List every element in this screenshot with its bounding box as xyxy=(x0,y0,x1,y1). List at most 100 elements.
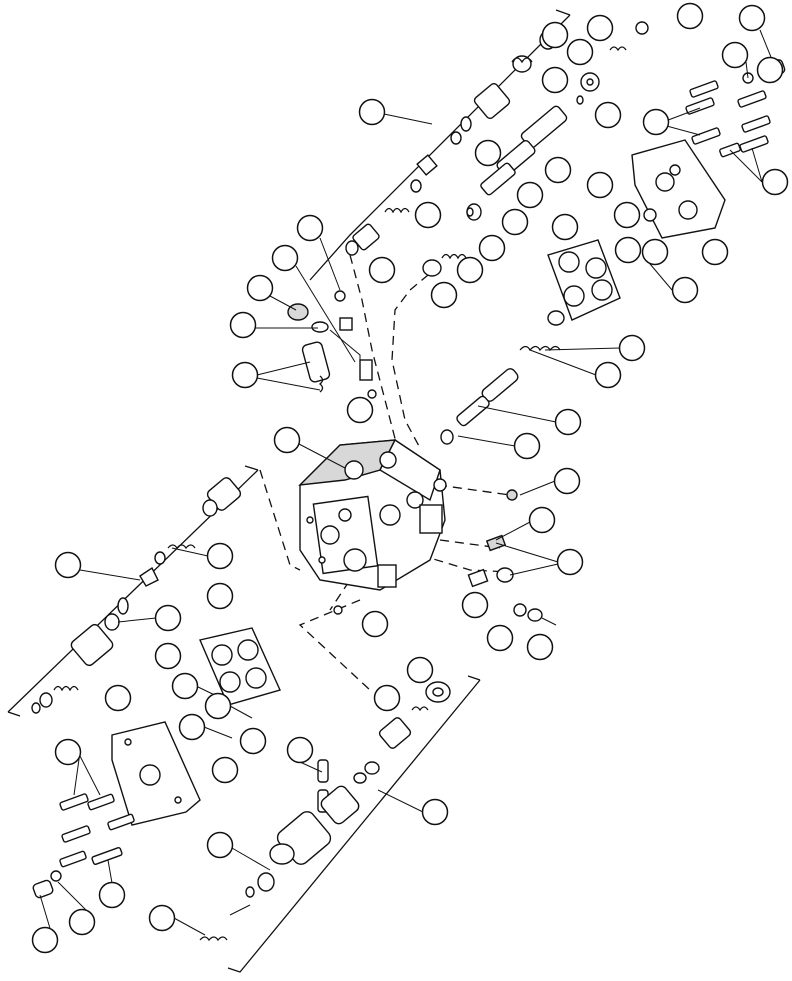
callout-c55 xyxy=(373,684,401,712)
callout-c67 xyxy=(31,926,59,954)
callout-circle xyxy=(528,506,556,534)
callout-c37 xyxy=(554,408,582,436)
callout-c10 xyxy=(594,101,622,129)
callout-c44 xyxy=(206,542,234,570)
callout-c4 xyxy=(738,4,766,32)
callout-c58 xyxy=(239,727,267,755)
callout-c2 xyxy=(586,14,614,42)
callout-c34 xyxy=(231,361,259,389)
callout-circle xyxy=(721,41,749,69)
callout-c66 xyxy=(68,908,96,936)
callout-circle xyxy=(358,98,386,126)
callout-c24 xyxy=(456,256,484,284)
callout-c43 xyxy=(54,551,82,579)
callout-circle xyxy=(68,908,96,936)
callout-circle xyxy=(551,213,579,241)
callout-circle xyxy=(501,208,529,236)
callout-c59 xyxy=(211,756,239,784)
callout-c51 xyxy=(154,642,182,670)
callout-circle xyxy=(486,624,514,652)
callout-circle xyxy=(421,798,449,826)
callout-c64 xyxy=(98,881,126,909)
callout-circle xyxy=(231,361,259,389)
callout-circle xyxy=(456,256,484,284)
callout-circle xyxy=(541,66,569,94)
callout-c54 xyxy=(406,656,434,684)
callout-c25 xyxy=(641,238,669,266)
callout-circle xyxy=(556,548,584,576)
upper-gasket-plate xyxy=(547,239,621,321)
callout-circle xyxy=(586,14,614,42)
callout-circle xyxy=(738,4,766,32)
callout-circle xyxy=(373,684,401,712)
callout-c19 xyxy=(296,214,324,242)
lower-left-spool-parts xyxy=(31,477,242,714)
callout-c29 xyxy=(430,281,458,309)
callout-circle xyxy=(414,201,442,229)
callout-c9 xyxy=(358,98,386,126)
callout-circle xyxy=(54,738,82,766)
callout-circle xyxy=(54,551,82,579)
callout-c60 xyxy=(286,736,314,764)
callout-circle xyxy=(516,181,544,209)
lower-gasket-plate xyxy=(199,627,281,706)
callout-bubbles xyxy=(31,2,789,954)
callout-circle xyxy=(641,238,669,266)
mid-spool-parts xyxy=(440,310,565,501)
callout-circle xyxy=(286,736,314,764)
callout-c20 xyxy=(478,234,506,262)
callout-c48 xyxy=(361,610,389,638)
callout-c15 xyxy=(414,201,442,229)
callout-circle xyxy=(586,171,614,199)
callout-c41 xyxy=(528,506,556,534)
callout-circle xyxy=(541,21,569,49)
callout-circle xyxy=(204,692,232,720)
callout-circle xyxy=(171,672,199,700)
callout-c46 xyxy=(154,604,182,632)
relief-valve-parts xyxy=(287,290,377,399)
callout-c5 xyxy=(566,38,594,66)
callout-circle xyxy=(273,426,301,454)
callout-circle xyxy=(206,582,234,610)
callout-c65 xyxy=(148,904,176,932)
callout-c39 xyxy=(513,432,541,460)
callout-c36 xyxy=(346,396,374,424)
callout-c40 xyxy=(553,467,581,495)
callout-circle xyxy=(430,281,458,309)
callout-c38 xyxy=(273,426,301,454)
group-bracket-lower-spool xyxy=(227,675,481,973)
callout-circle xyxy=(554,408,582,436)
callout-c32 xyxy=(229,311,257,339)
callout-c57 xyxy=(178,713,206,741)
lower-left-bolts xyxy=(32,793,135,899)
callout-circle xyxy=(206,542,234,570)
lower-spool-parts xyxy=(199,681,451,942)
callout-c26 xyxy=(614,236,642,264)
callout-c52 xyxy=(171,672,199,700)
callout-circle xyxy=(229,311,257,339)
callout-circle xyxy=(178,713,206,741)
callout-circle xyxy=(594,361,622,389)
callout-c11 xyxy=(642,108,670,136)
callout-c35 xyxy=(594,361,622,389)
callout-c61 xyxy=(54,738,82,766)
callout-c33 xyxy=(618,334,646,362)
leader-lines xyxy=(39,29,774,936)
callout-circle xyxy=(154,604,182,632)
callout-circle xyxy=(594,101,622,129)
callout-circle xyxy=(346,396,374,424)
callout-c31 xyxy=(761,168,789,196)
callout-circle xyxy=(31,926,59,954)
upper-right-cover-plate xyxy=(631,139,726,239)
callout-circle xyxy=(239,727,267,755)
callout-c3 xyxy=(676,2,704,30)
callout-c27 xyxy=(701,238,729,266)
callout-c28 xyxy=(246,274,274,302)
callout-circle xyxy=(148,904,176,932)
callout-circle xyxy=(478,234,506,262)
callout-circle xyxy=(642,108,670,136)
callout-circle xyxy=(368,256,396,284)
callout-c7 xyxy=(721,41,749,69)
callout-c8 xyxy=(756,56,784,84)
